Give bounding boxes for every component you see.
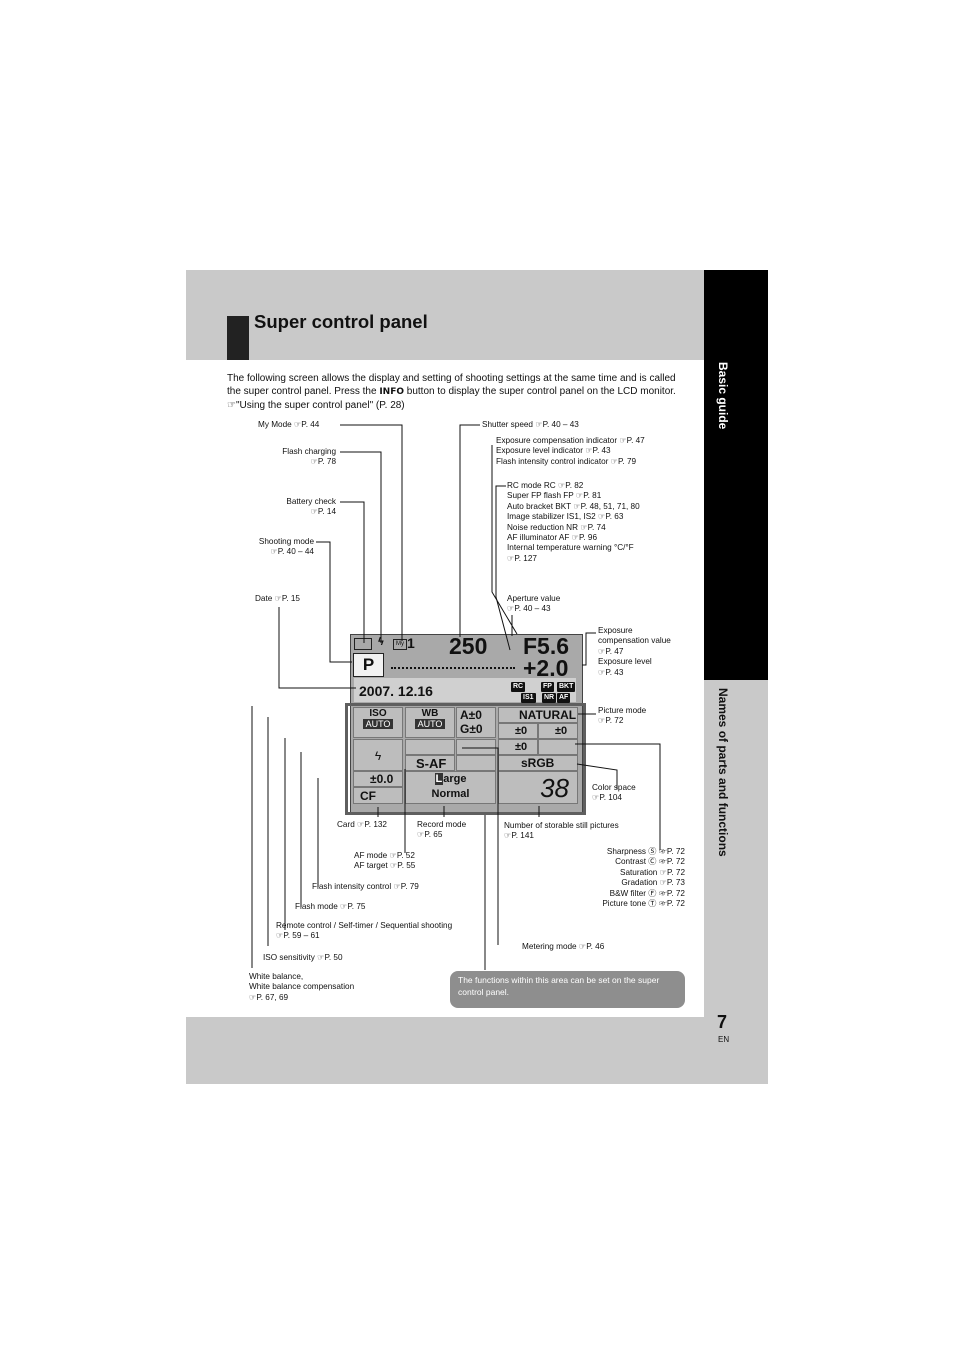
language-code: EN [718, 1035, 730, 1044]
label-flash-charging: Flash charging☞P. 78 [282, 447, 336, 467]
page-number: 7 [717, 1012, 728, 1032]
side-tab-label-basic: Basic guide [716, 362, 730, 430]
sharpness-cell[interactable]: ±0 [498, 723, 538, 739]
label-flash-intensity: Flash intensity control ☞P. 79 [312, 882, 419, 891]
side-tab-names [704, 680, 768, 1084]
af-badge: AF [557, 693, 571, 703]
wb-g-value: G±0 [460, 722, 483, 736]
bkt-badge: BKT [557, 682, 576, 692]
iso-label: ISO [369, 708, 387, 719]
flash-comp-cell[interactable]: ±0.0 [353, 771, 403, 787]
label-color-space: Color space☞P. 104 [592, 783, 636, 803]
exposure-level-indicator [391, 664, 515, 669]
side-tab-label-names: Names of parts and functions [716, 688, 730, 857]
saturation-cell[interactable]: ±0 [498, 739, 538, 755]
label-my-mode: My Mode ☞P. 44 [258, 420, 320, 429]
gradation-cell[interactable] [538, 739, 578, 755]
date-value: 2007. 12.16 [359, 683, 433, 699]
intro-paragraph: The following screen allows the display … [227, 373, 676, 411]
picture-mode-cell[interactable]: NATURAL [498, 707, 578, 723]
record-size: arge [443, 773, 467, 785]
rc-badge: RC [511, 682, 526, 692]
fp-badge: FP [541, 682, 554, 692]
mymode-number: 1 [407, 635, 415, 651]
label-remote: Remote control / Self-timer / Sequential… [276, 921, 453, 941]
side-tab-basic [704, 270, 768, 680]
shooting-mode-value: P [353, 653, 384, 677]
settable-area-note: The functions within this area can be se… [450, 971, 685, 1008]
exposure-comp-value: +2.0 [523, 655, 569, 681]
label-picture-mode: Picture mode☞P. 72 [598, 706, 647, 726]
label-card: Card ☞P. 132 [337, 820, 387, 829]
label-metering: Metering mode ☞P. 46 [522, 942, 605, 951]
record-mode-cell[interactable]: Large Normal [405, 771, 496, 804]
is-badge: IS1 [521, 693, 536, 703]
label-date: Date ☞P. 15 [255, 594, 300, 603]
af-target-cell[interactable] [456, 755, 496, 771]
iso-cell[interactable]: ISO AUTO [353, 707, 403, 738]
label-white-balance: White balance,White balance compensation… [249, 972, 355, 1002]
wb-value: AUTO [415, 719, 445, 729]
iso-value: AUTO [363, 719, 393, 729]
card-cell[interactable]: CF [353, 787, 403, 804]
shutter-speed-value: 250 [449, 633, 488, 659]
wb-label: WB [421, 708, 439, 719]
nr-badge: NR [542, 693, 557, 703]
battery-icon [354, 638, 372, 650]
storable-count: 38 [498, 771, 578, 804]
title-marker [227, 316, 249, 360]
footer-band [186, 1017, 704, 1084]
flash-mode-cell[interactable]: ϟ [353, 739, 403, 771]
record-size-letter: L [434, 773, 444, 785]
label-iso: ISO sensitivity ☞P. 50 [263, 953, 343, 962]
metering-cell[interactable] [456, 739, 496, 755]
label-shutter: Shutter speed ☞P. 40 – 43 [482, 420, 579, 429]
label-shooting-mode: Shooting mode☞P. 40 – 44 [258, 537, 314, 557]
drive-mode-cell[interactable] [405, 739, 455, 755]
contrast-cell[interactable]: ±0 [538, 723, 578, 739]
header-band [186, 270, 704, 360]
af-mode-cell[interactable]: S-AF [405, 755, 455, 771]
mymode-icon: My [393, 639, 407, 650]
wb-a-value: A±0 [460, 708, 482, 722]
wb-comp-cell[interactable]: A±0 G±0 [456, 707, 496, 738]
settable-area-outline [345, 703, 586, 815]
label-flash-mode: Flash mode ☞P. 75 [295, 902, 366, 911]
label-battery: Battery check☞P. 14 [286, 497, 336, 517]
label-record-mode: Record mode☞P. 65 [417, 820, 467, 840]
date-strip [354, 678, 576, 702]
page-title: Super control panel [254, 311, 428, 332]
wb-cell[interactable]: WB AUTO [405, 707, 455, 738]
color-space-cell[interactable]: sRGB [498, 755, 578, 771]
aperture-value: F5.6 [523, 633, 570, 659]
label-aperture: Aperture value☞P. 40 – 43 [507, 594, 561, 614]
label-storable: Number of storable still pictures☞P. 141 [504, 821, 619, 841]
record-quality: Normal [431, 788, 470, 800]
